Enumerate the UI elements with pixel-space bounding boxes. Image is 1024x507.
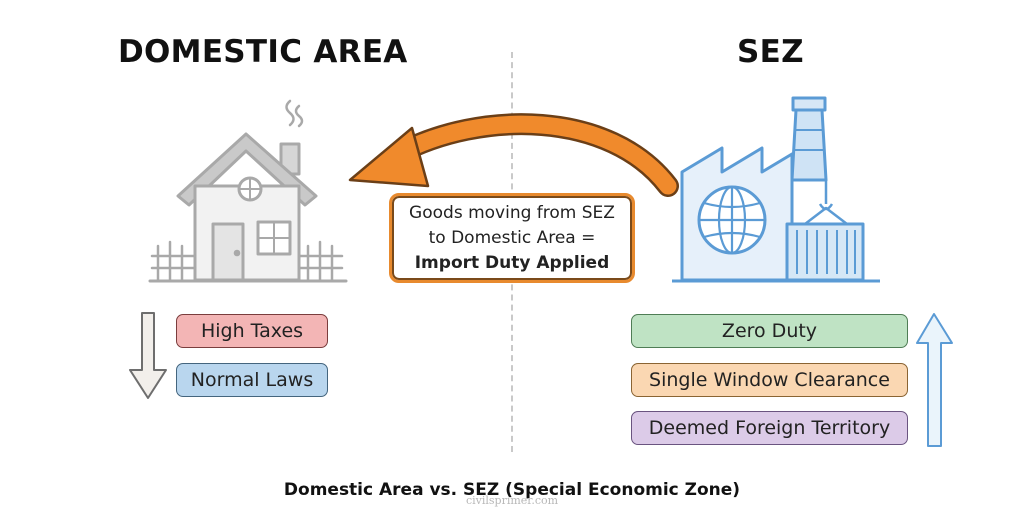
deemed-foreign-territory-label: Deemed Foreign Territory (631, 411, 908, 445)
down-arrow-icon (129, 312, 167, 399)
single-window-clearance-label: Single Window Clearance (631, 363, 908, 397)
diagram-caption: Domestic Area vs. SEZ (Special Economic … (283, 480, 741, 500)
sez-title: SEZ (737, 34, 804, 70)
normal-laws-label: Normal Laws (176, 363, 328, 397)
watermark: civilsprimer.com (465, 494, 559, 507)
up-arrow-icon (916, 313, 953, 447)
house-icon (148, 99, 348, 283)
factory-globe-icon (672, 96, 880, 283)
domestic-area-title: DOMESTIC AREA (118, 34, 408, 70)
callout-line-1: Goods moving from SEZ (409, 202, 615, 223)
flow-arrow-icon (348, 113, 679, 197)
import-duty-callout: Goods moving from SEZ to Domestic Area =… (389, 193, 635, 283)
high-taxes-label: High Taxes (176, 314, 328, 348)
callout-line-2: to Domestic Area = (428, 227, 596, 248)
zero-duty-label: Zero Duty (631, 314, 908, 348)
callout-line-3: Import Duty Applied (414, 252, 610, 273)
